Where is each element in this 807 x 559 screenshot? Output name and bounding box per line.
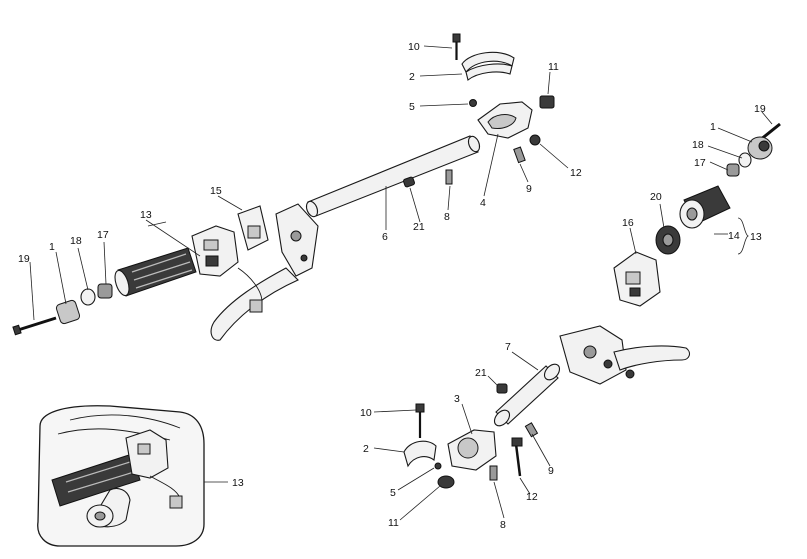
callout-17-right: 17 [694,157,706,169]
part-nut-11-top [539,95,555,109]
callout-1-right: 1 [710,121,716,133]
part-bolt-12-top [529,134,541,146]
part-micro-switch-left [249,299,263,313]
part-spring-9-bottom [524,422,539,438]
callout-15: 15 [210,185,222,197]
callout-20: 20 [650,191,662,203]
part-spacer-18-left [80,288,96,306]
right-grip-assembly [613,122,781,307]
part-insert-17-right [726,163,740,177]
callout-8-top: 8 [444,211,450,223]
leader-lines [29,45,773,521]
part-washer-5-top [469,99,477,107]
callout-7: 7 [505,341,511,353]
part-screw-10-top [452,33,461,60]
callout-14: 14 [728,230,740,242]
left-grip-assembly [12,203,319,341]
callout-2-bottom: 2 [363,443,369,455]
callout-11-bottom: 11 [388,517,399,529]
callout-21-top: 21 [413,221,425,233]
callout-8-bottom: 8 [500,519,506,531]
callout-21-bottom: 21 [475,367,487,379]
part-spring-8-top [445,169,453,185]
right-lever-assembly [559,325,691,385]
callout-2-top: 2 [409,71,415,83]
part-lever-right [613,345,691,371]
callout-18-right: 18 [692,139,704,151]
callout-17-left: 17 [97,229,109,241]
callout-12-top: 12 [570,167,582,179]
callout-3: 3 [454,393,460,405]
callout-10-top: 10 [408,41,420,53]
callout-13-inset: 13 [232,477,244,489]
callout-9-top: 9 [526,183,532,195]
callout-12-bottom: 12 [526,491,538,503]
part-nut-11-bottom [437,475,455,489]
callout-11-top: 11 [548,61,559,73]
callout-13-left: 13 [140,209,152,221]
bottom-clamp-assembly [403,403,539,489]
callout-13-right: 13 [750,231,762,243]
part-handlebar-tube-6 [305,135,481,218]
callout-5-top: 5 [409,101,415,113]
inset-detail-13 [37,405,205,547]
callout-6: 6 [382,231,388,243]
part-spring-9-top [513,146,526,164]
part-switch-housing-left [191,225,239,277]
callout-5-bottom: 5 [390,487,396,499]
top-clamp-assembly [452,33,555,164]
callout-1-left: 1 [49,241,55,253]
part-screw-19-left [12,316,57,336]
callout-18-left: 18 [70,235,82,247]
part-handlebar-tube-7 [493,363,561,427]
callout-19-right: 19 [754,103,766,115]
part-washer-5-bottom [434,462,442,470]
part-clamp-cap-2-bottom [403,440,437,468]
callout-19-left: 19 [18,253,30,265]
part-insert-17-left [97,283,113,299]
callout-labels: 10 2 5 11 12 9 4 8 21 6 15 13 19 1 18 17… [18,41,766,531]
part-bolt-12-bottom [514,443,522,477]
part-insert-21-bottom [496,383,508,394]
part-spring-8-bottom [489,465,498,481]
callout-10-bottom: 10 [360,407,372,419]
callout-16: 16 [622,217,634,229]
inset-grip [51,453,141,507]
callout-4: 4 [480,197,486,209]
part-insert-21-top [402,176,416,188]
part-spacer-18-right [738,152,752,168]
part-bar-end-1-left [55,299,81,325]
callout-9-bottom: 9 [548,465,554,477]
